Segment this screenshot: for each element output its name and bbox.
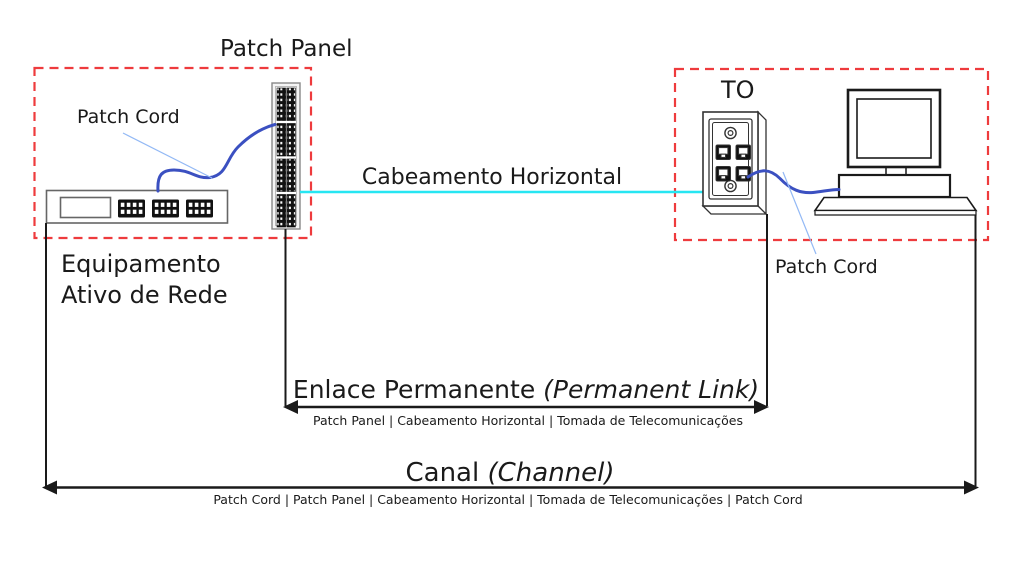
patch-cord-cable-left — [156, 123, 277, 193]
channel-title: Canal (Channel) — [405, 457, 614, 490]
permanent-link-arrow — [283, 400, 769, 414]
active-equipment-line2: Ativo de Rede — [61, 281, 228, 310]
equipment-dashed-box — [33, 66, 313, 240]
channel-arrow — [42, 480, 979, 495]
permanent-link-title-pt: Enlace Permanente — [292, 375, 544, 404]
patch-panel-icon — [271, 82, 301, 230]
network-switch-icon — [45, 189, 229, 224]
permanent-link-subtitle: Patch Panel | Cabeamento Horizontal | To… — [313, 413, 743, 428]
patch-panel-title: Patch Panel — [220, 36, 353, 62]
computer-icon — [813, 88, 978, 216]
to-dashed-box — [673, 67, 990, 242]
channel-title-en: (Channel) — [487, 458, 615, 488]
permanent-link-title: Enlace Permanente (Permanent Link) — [293, 374, 759, 405]
active-equipment-label: Equipamento Ativo de Rede — [61, 249, 228, 311]
patch-cord-label-right: Patch Cord — [775, 256, 878, 278]
to-title: TO — [721, 76, 755, 104]
measurement-connectors — [45, 214, 977, 486]
permanent-link-title-en: (Permanent Link) — [543, 375, 760, 404]
patch-cord-pointer-right — [782, 171, 817, 255]
patch-cord-pointer-left — [122, 132, 213, 179]
active-equipment-line1: Equipamento — [61, 250, 221, 278]
channel-subtitle: Patch Cord | Patch Panel | Cabeamento Ho… — [213, 492, 803, 507]
patch-cord-label-left: Patch Cord — [77, 106, 180, 128]
channel-title-pt: Canal — [405, 458, 488, 488]
horizontal-cabling-label: Cabeamento Horizontal — [361, 165, 623, 190]
telecom-outlet-icon — [701, 110, 768, 216]
patch-cord-cable-right — [746, 169, 841, 195]
